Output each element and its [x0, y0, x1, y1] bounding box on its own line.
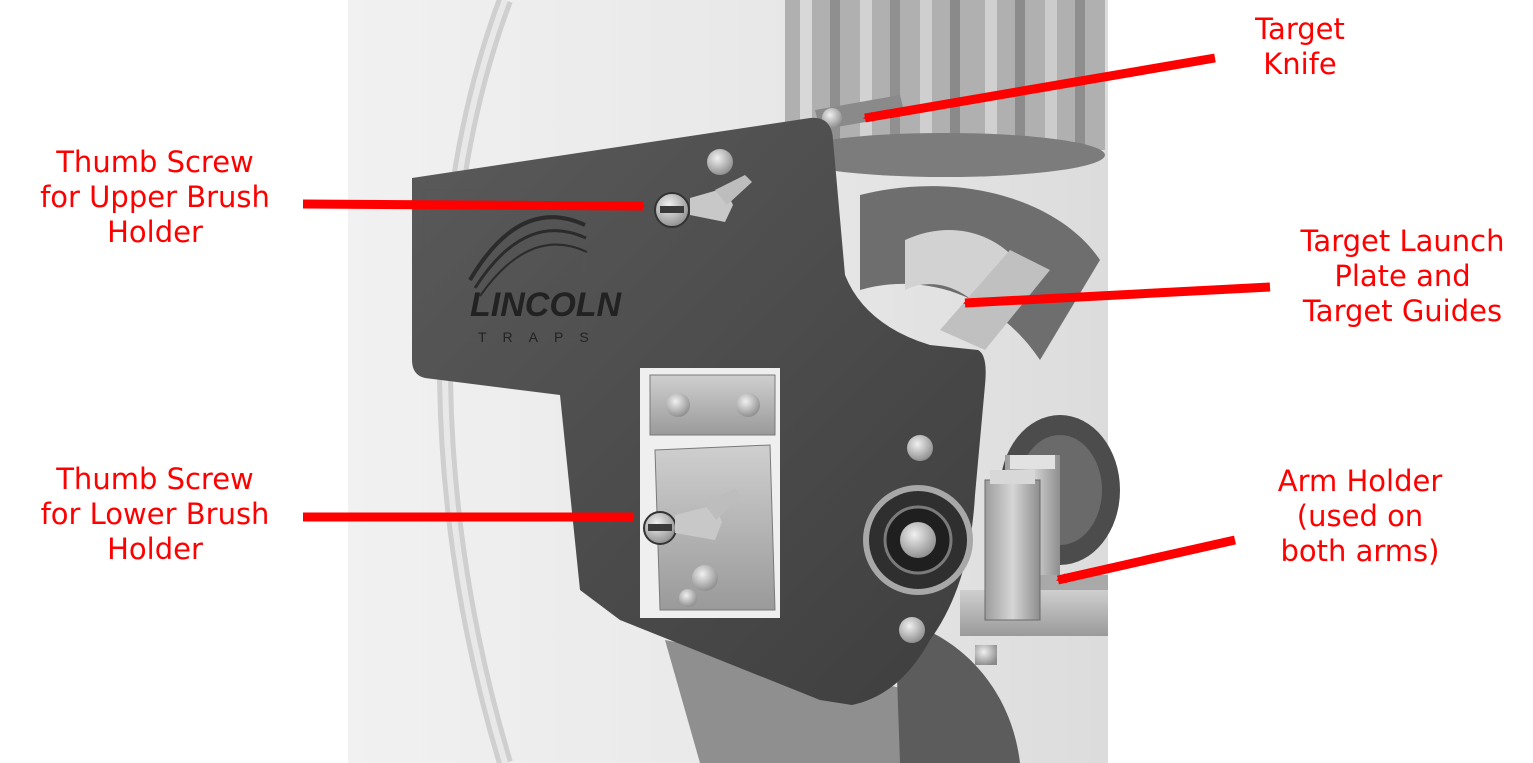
arrow-target-knife [863, 53, 1216, 123]
label-target-knife: Target Knife [1200, 12, 1400, 82]
label-line: Arm Holder [1277, 464, 1443, 498]
label-target-launch-plate: Target Launch Plate and Target Guides [1270, 224, 1533, 329]
label-line: Target Launch [1300, 224, 1505, 258]
label-line: for Upper Brush [40, 180, 270, 214]
arrow-launch-plate [963, 282, 1271, 308]
upper-thumb-screw [654, 175, 752, 228]
label-line: for Lower Brush [40, 497, 270, 531]
label-line: Target [1255, 12, 1345, 46]
label-line: Target Guides [1302, 294, 1503, 328]
brand-logo-text: LINCOLN [470, 286, 623, 324]
lower-brush-holder [643, 444, 776, 611]
label-line: Thumb Screw [56, 145, 254, 179]
brand-logo: LINCOLN TRAPS [423, 189, 623, 345]
label-line: Thumb Screw [56, 462, 254, 496]
label-line: (used on [1296, 499, 1424, 533]
label-arm-holder: Arm Holder (used on both arms) [1220, 464, 1500, 569]
label-line: both arms) [1280, 534, 1440, 568]
turntable-disc [785, 133, 1105, 177]
label-line: Plate and [1334, 259, 1471, 293]
label-lower-brush-thumb-screw: Thumb Screw for Lower Brush Holder [0, 462, 310, 567]
upper-bolt [707, 149, 733, 175]
lower-wheel [895, 620, 1020, 763]
pivot-bearing [863, 435, 973, 643]
arrow-upper-brush [302, 199, 645, 211]
label-line: Knife [1263, 47, 1337, 81]
arrow-arm-holder [1056, 535, 1236, 585]
upper-brush-holder [649, 374, 776, 436]
arm-holder [975, 470, 1041, 665]
label-line: Holder [107, 532, 203, 566]
brand-logo-subtext: TRAPS [478, 329, 605, 345]
label-line: Holder [107, 215, 203, 249]
label-upper-brush-thumb-screw: Thumb Screw for Upper Brush Holder [0, 145, 310, 250]
